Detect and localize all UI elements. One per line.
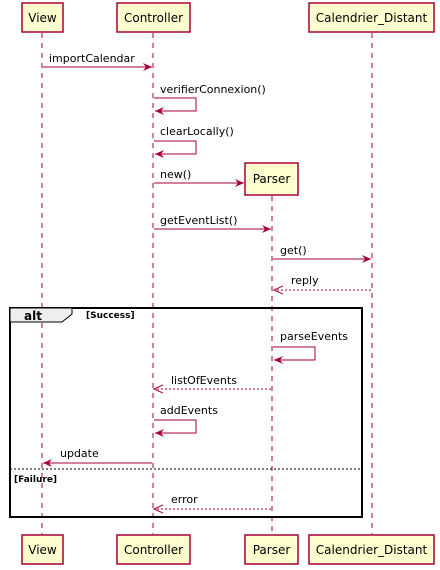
alt-fragment-name: alt: [24, 309, 42, 323]
participant-controller-bottom: Controller: [116, 534, 191, 565]
participant-view-label: View: [28, 11, 57, 25]
participant-view-bottom-label: View: [28, 543, 57, 557]
message-get-event-list-label: getEventList(): [160, 214, 237, 227]
message-list-of-events: listOfEvents: [154, 374, 271, 389]
message-add-events: addEvents: [154, 404, 218, 437]
message-reply: reply: [274, 274, 371, 290]
guard-success: [Success]: [86, 311, 135, 321]
message-clear-locally: clearLocally(): [154, 125, 234, 158]
message-update-label: update: [60, 447, 99, 460]
message-reply-label: reply: [291, 274, 319, 287]
participant-view-top: View: [21, 2, 64, 33]
participant-parser-created: Parser: [244, 162, 299, 196]
participant-controller-top: Controller: [116, 2, 191, 33]
message-import-calendar: importCalendar: [43, 52, 152, 71]
participant-distant-label: Calendrier_Distant: [316, 11, 428, 25]
message-get-label: get(): [280, 244, 307, 257]
participant-controller-bottom-label: Controller: [124, 543, 183, 557]
message-import-calendar-label: importCalendar: [49, 52, 135, 65]
guard-failure: [Failure]: [14, 475, 57, 485]
message-parse-events-label: parseEvents: [280, 330, 348, 343]
message-update: update: [43, 447, 152, 467]
participant-distant-bottom: Calendrier_Distant: [308, 534, 435, 565]
message-add-events-label: addEvents: [160, 404, 218, 417]
message-get: get(): [273, 244, 371, 263]
participant-distant-top: Calendrier_Distant: [308, 2, 435, 33]
participant-parser-bottom-label: Parser: [253, 543, 291, 557]
message-parse-events: parseEvents: [273, 330, 348, 364]
message-new-label: new(): [160, 168, 191, 181]
message-error: error: [154, 493, 271, 509]
participant-controller-label: Controller: [124, 11, 183, 25]
message-error-label: error: [171, 493, 198, 506]
participant-distant-bottom-label: Calendrier_Distant: [316, 543, 428, 557]
message-verifier-connexion-label: verifierConnexion(): [160, 83, 266, 96]
participant-view-bottom: View: [21, 534, 64, 565]
participant-parser-bottom: Parser: [244, 534, 299, 565]
message-get-event-list: getEventList(): [154, 214, 271, 233]
participant-parser-label: Parser: [253, 172, 291, 186]
alt-fragment: alt [Success] [Failure]: [9, 307, 363, 518]
message-verifier-connexion: verifierConnexion(): [154, 83, 266, 115]
message-list-of-events-label: listOfEvents: [171, 374, 237, 387]
message-clear-locally-label: clearLocally(): [160, 125, 234, 138]
message-new: new(): [154, 168, 244, 187]
